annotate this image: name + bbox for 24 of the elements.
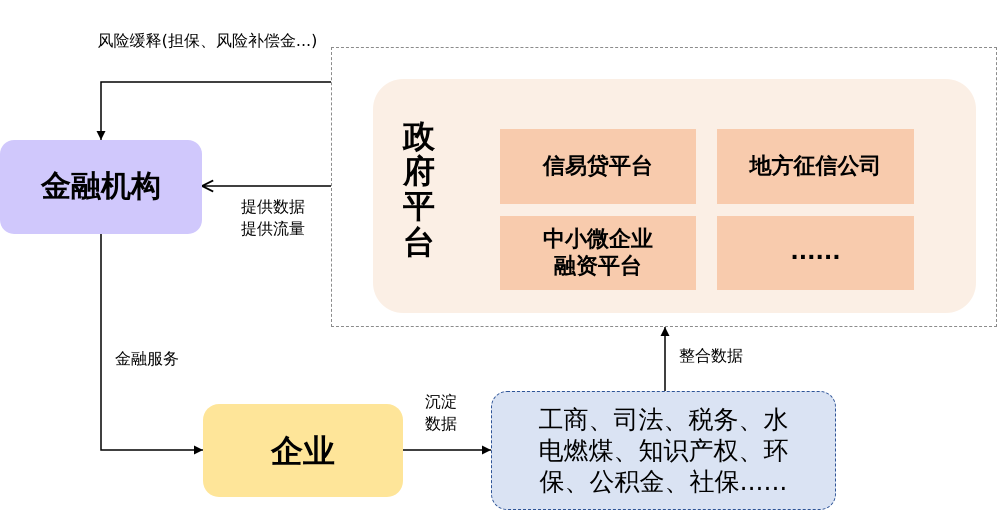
node-label: 信易贷平台 [543, 152, 653, 180]
node-label: 中小微企业融资平台 [543, 226, 653, 280]
platform-panel [373, 79, 976, 313]
node-label: 地方征信公司 [750, 152, 882, 180]
data-source-box [491, 391, 836, 510]
arrow [100, 234, 203, 454]
node-label: 企业 [271, 430, 335, 470]
node-label: 工商、司法、税务、水电燃煤、知识产权、环保、公积金、社保...... [538, 404, 788, 498]
panel-title: 政府平台 [403, 119, 435, 260]
institution-box [0, 140, 202, 234]
edge-label: 提供数据提供流量 [240, 196, 306, 240]
platform-box [717, 129, 914, 204]
arrow [660, 327, 670, 391]
dashed-container [331, 47, 997, 327]
enterprise-box [203, 404, 403, 497]
arrow [201, 180, 331, 192]
arrow [403, 446, 491, 454]
node-label: 金融机构 [41, 168, 161, 206]
arrow [96, 81, 331, 140]
platform-box [500, 216, 696, 290]
edge-label: 沉淀数据 [424, 391, 458, 434]
node-label: ...... [790, 239, 841, 267]
platform-box [500, 129, 696, 204]
platform-box [717, 216, 914, 290]
